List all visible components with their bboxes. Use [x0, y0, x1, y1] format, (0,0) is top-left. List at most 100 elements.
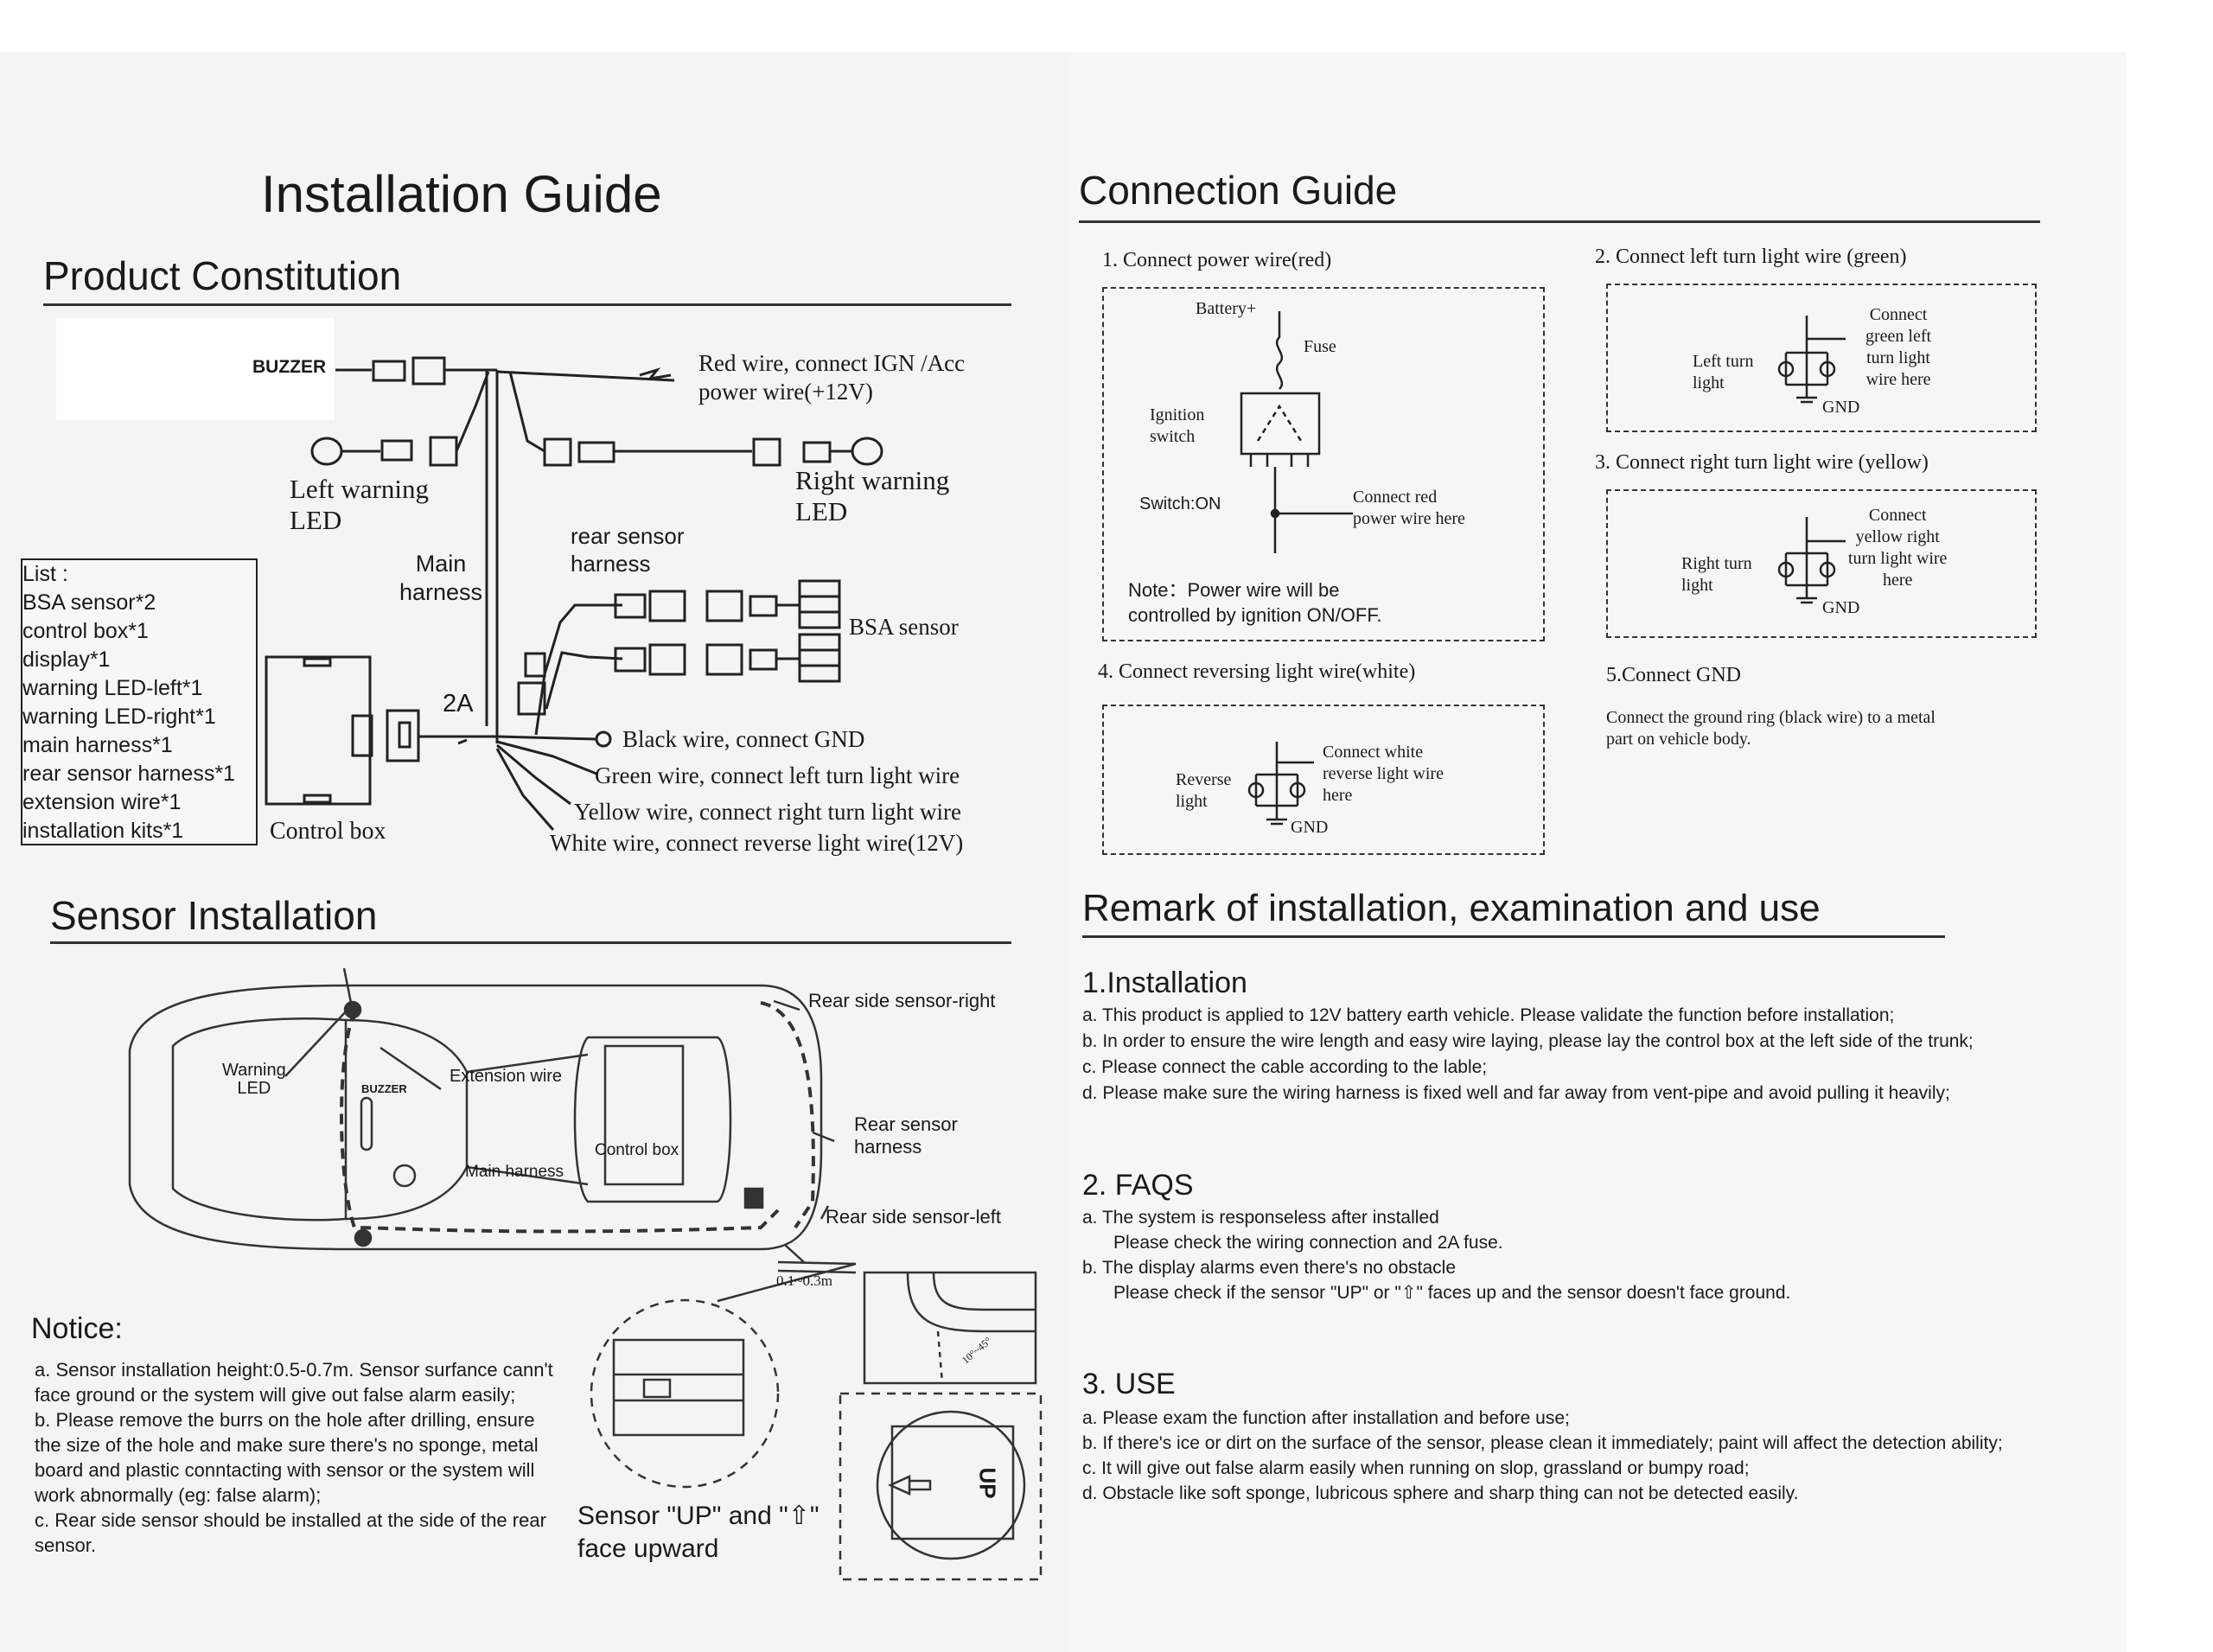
- use-list: a. Please exam the function after instal…: [1082, 1406, 2085, 1506]
- list-item: warning LED-left*1: [22, 676, 203, 700]
- warning-led-line1: Warning: [222, 1061, 286, 1080]
- right-led-line1: Right warning: [795, 465, 950, 495]
- list-item: warning LED-right*1: [22, 705, 216, 729]
- rear-sensor-harness-car-line1: Rear sensor: [854, 1113, 958, 1135]
- heading-rule: [1079, 220, 2040, 223]
- step3-connect: Connect yellow right turn light wire her…: [1848, 505, 1947, 591]
- step4-light-line2: light: [1176, 792, 1208, 811]
- right-led-label: Right warning LED: [795, 465, 949, 527]
- step5-text-line1: Connect the ground ring (black wire) to …: [1606, 708, 1936, 727]
- step3-light-line2: light: [1681, 576, 1713, 595]
- list-item: display*1: [22, 647, 111, 672]
- sensor-installation-heading: Sensor Installation: [50, 893, 378, 938]
- use-item: c. It will give out false alarm easily w…: [1082, 1458, 1750, 1478]
- right-led-line2: LED: [795, 496, 848, 526]
- list-item: main harness*1: [22, 733, 173, 757]
- step4-connect-line: here: [1323, 786, 1353, 805]
- red-wire-label: Red wire, connect IGN /Acc power wire(+1…: [698, 349, 965, 406]
- page-title: Installation Guide: [261, 165, 662, 223]
- left-led-label: Left warning LED: [290, 474, 429, 536]
- control-box-car-label: Control box: [595, 1141, 679, 1159]
- step1-fuse: Fuse: [1304, 337, 1336, 356]
- step4-light: Reverse light: [1176, 769, 1231, 813]
- step1-ignition-line1: Ignition: [1150, 405, 1205, 424]
- step1-battery: Battery+: [1196, 299, 1257, 318]
- distance-label: 0.1~0.3m: [776, 1272, 832, 1289]
- list-item: List :: [22, 562, 68, 586]
- step2-connect-line: wire here: [1865, 370, 1931, 389]
- step1-note: Note：Power wire will be controlled by ig…: [1128, 577, 1381, 628]
- rear-sensor-harness-line1: rear sensor: [571, 523, 685, 549]
- step3-connect-line: turn light wire: [1848, 549, 1948, 568]
- list-item: extension wire*1: [22, 790, 182, 814]
- step3-diagram: [1606, 489, 2037, 638]
- step4-connect-line: Connect white: [1323, 743, 1424, 762]
- list-item: installation kits*1: [22, 819, 184, 843]
- step1-connect-line2: power wire here: [1353, 509, 1465, 528]
- main-harness-car-label: Main harness: [465, 1163, 564, 1181]
- faq-question: b. The display alarms even there's no ob…: [1082, 1258, 1457, 1278]
- rear-right-sensor-label: Rear side sensor-right: [808, 990, 996, 1011]
- use-item: b. If there's ice or dirt on the surface…: [1082, 1433, 2003, 1453]
- warning-led-label: Warning LED: [222, 1062, 286, 1098]
- step4-connect-line: reverse light wire: [1323, 764, 1444, 783]
- step1-diagram: [1102, 287, 1545, 641]
- step2-connect-line: Connect: [1869, 305, 1928, 324]
- faqs-list: a. The system is responseless after inst…: [1082, 1205, 1790, 1305]
- step2-title: 2. Connect left turn light wire (green): [1595, 246, 1907, 268]
- parts-list: List : BSA sensor*2 control box*1 displa…: [21, 558, 258, 845]
- installation-item: b. In order to ensure the wire length an…: [1082, 1031, 1974, 1051]
- step2-connect: Connect green left turn light wire here: [1865, 304, 1931, 391]
- step5-text: Connect the ground ring (black wire) to …: [1606, 707, 1936, 750]
- step1-switch: Switch:ON: [1139, 494, 1221, 513]
- control-box-label: Control box: [270, 818, 386, 845]
- installation-item: c. Please connect the cable according to…: [1082, 1057, 1488, 1077]
- red-wire-line1: Red wire, connect IGN /Acc: [698, 350, 966, 376]
- rear-sensor-harness-label: rear sensor harness: [571, 522, 685, 577]
- product-constitution-heading: Product Constitution: [43, 253, 402, 298]
- step2-connect-line: green left: [1865, 327, 1932, 346]
- installation-list: a. This product is applied to 12V batter…: [1082, 1003, 1974, 1107]
- notice-list: a. Sensor installation height:0.5-0.7m. …: [35, 1357, 553, 1558]
- step4-gnd: GND: [1291, 818, 1329, 837]
- rear-sensor-harness-car-label: Rear sensor harness: [854, 1113, 958, 1158]
- step2-light-line1: Left turn: [1693, 352, 1754, 371]
- heading-rule: [43, 303, 1011, 306]
- step1-connect-line1: Connect red: [1353, 488, 1438, 507]
- step4-light-line1: Reverse: [1176, 770, 1232, 789]
- fuse-label: 2A: [443, 690, 474, 718]
- green-wire-label: Green wire, connect left turn light wire: [595, 762, 960, 788]
- remark-heading: Remark of installation, examination and …: [1082, 887, 1821, 929]
- step3-connect-line: here: [1883, 571, 1913, 590]
- bsa-sensor-label: BSA sensor: [849, 614, 959, 640]
- installation-item: a. This product is applied to 12V batter…: [1082, 1005, 1895, 1025]
- step4-title: 4. Connect reversing light wire(white): [1098, 660, 1416, 683]
- step3-light: Right turn light: [1681, 553, 1752, 596]
- installation-heading: 1.Installation: [1082, 966, 1247, 999]
- sensor-up-caption-line1: Sensor "UP" and "⇧": [577, 1502, 820, 1530]
- step2-light: Left turn light: [1693, 351, 1754, 394]
- list-item: rear sensor harness*1: [22, 762, 235, 786]
- step1-ignition-line2: switch: [1150, 427, 1196, 446]
- buzzer-label: BUZZER: [252, 357, 327, 377]
- red-wire-line2: power wire(+12V): [698, 379, 873, 405]
- main-harness-label: Main harness: [399, 550, 482, 607]
- warning-led-line2: LED: [237, 1079, 271, 1098]
- connection-guide-heading: Connection Guide: [1079, 168, 1398, 213]
- step3-title: 3. Connect right turn light wire (yellow…: [1595, 451, 1929, 474]
- buzzer-label-box: [56, 318, 335, 420]
- step5-title: 5.Connect GND: [1606, 664, 1741, 686]
- faq-answer: Please check the wiring connection and 2…: [1113, 1233, 1503, 1253]
- left-led-line2: LED: [290, 505, 342, 535]
- rear-sensor-harness-car-line2: harness: [854, 1136, 922, 1158]
- list-item: control box*1: [22, 619, 149, 643]
- step3-gnd: GND: [1822, 598, 1860, 617]
- faq-answer: Please check if the sensor "UP" or "⇧" f…: [1113, 1283, 1791, 1303]
- use-heading: 3. USE: [1082, 1368, 1176, 1400]
- step2-diagram: [1606, 284, 2037, 432]
- step1-ignition: Ignition switch: [1150, 405, 1204, 448]
- heading-rule: [1082, 935, 1945, 938]
